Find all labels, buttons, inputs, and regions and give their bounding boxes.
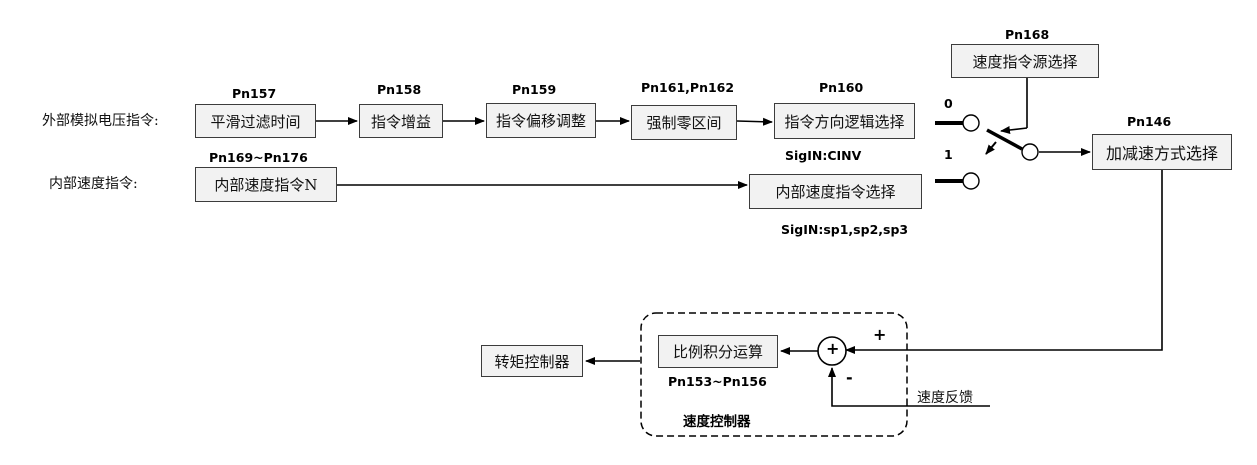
speed-feedback-label: 速度反馈 <box>917 390 973 406</box>
block-pi-operation: 比例积分运算 <box>658 335 778 368</box>
block-speed-source-select: 速度指令源选择 <box>951 44 1099 78</box>
summing-junction <box>817 336 847 366</box>
block-internal-speed-select: 内部速度指令选择 <box>749 174 922 209</box>
param-pn146: Pn146 <box>1127 114 1172 129</box>
block-command-offset: 指令偏移调整 <box>486 103 596 138</box>
block-torque-controller: 转矩控制器 <box>481 345 583 377</box>
switch-contact-0 <box>962 114 980 132</box>
param-pn157: Pn157 <box>232 86 277 101</box>
switch-pivot <box>1021 143 1039 161</box>
line-accel-to-sum <box>845 170 1163 354</box>
signal-sp: SigIN:sp1,sp2,sp3 <box>781 222 909 237</box>
external-input-label: 外部模拟电压指令: <box>42 113 159 129</box>
line-feedback <box>828 367 990 407</box>
internal-input-label: 内部速度指令: <box>49 176 138 192</box>
switch-blade <box>986 128 1023 151</box>
block-direction-logic: 指令方向逻辑选择 <box>774 103 915 139</box>
block-internal-speed-n: 内部速度指令N <box>195 167 337 202</box>
block-forced-zero-range: 强制零区间 <box>631 105 737 140</box>
param-pn169-176: Pn169~Pn176 <box>209 150 308 165</box>
block-command-gain: 指令增益 <box>359 104 443 138</box>
speed-controller-label: 速度控制器 <box>683 414 751 430</box>
switch-position-1: 1 <box>944 147 953 162</box>
minus-sign: - <box>846 368 853 387</box>
arrow-zero-to-dir <box>736 117 773 126</box>
block-smooth-filter-time: 平滑过滤时间 <box>195 104 316 138</box>
switch-position-0: 0 <box>944 96 953 111</box>
block-accel-decel-mode: 加减速方式选择 <box>1092 134 1232 170</box>
param-pn158: Pn158 <box>377 82 422 97</box>
param-pn161-162: Pn161,Pn162 <box>641 80 735 95</box>
param-pn160: Pn160 <box>819 80 864 95</box>
plus-sign: + <box>873 325 887 344</box>
signal-cinv: SigIN:CINV <box>785 148 862 163</box>
switch-contact-1 <box>962 172 980 190</box>
summing-symbol: + <box>826 339 840 358</box>
param-pn159: Pn159 <box>512 82 557 97</box>
param-pn168: Pn168 <box>1005 27 1050 42</box>
param-pn153-156: Pn153~Pn156 <box>668 374 767 389</box>
